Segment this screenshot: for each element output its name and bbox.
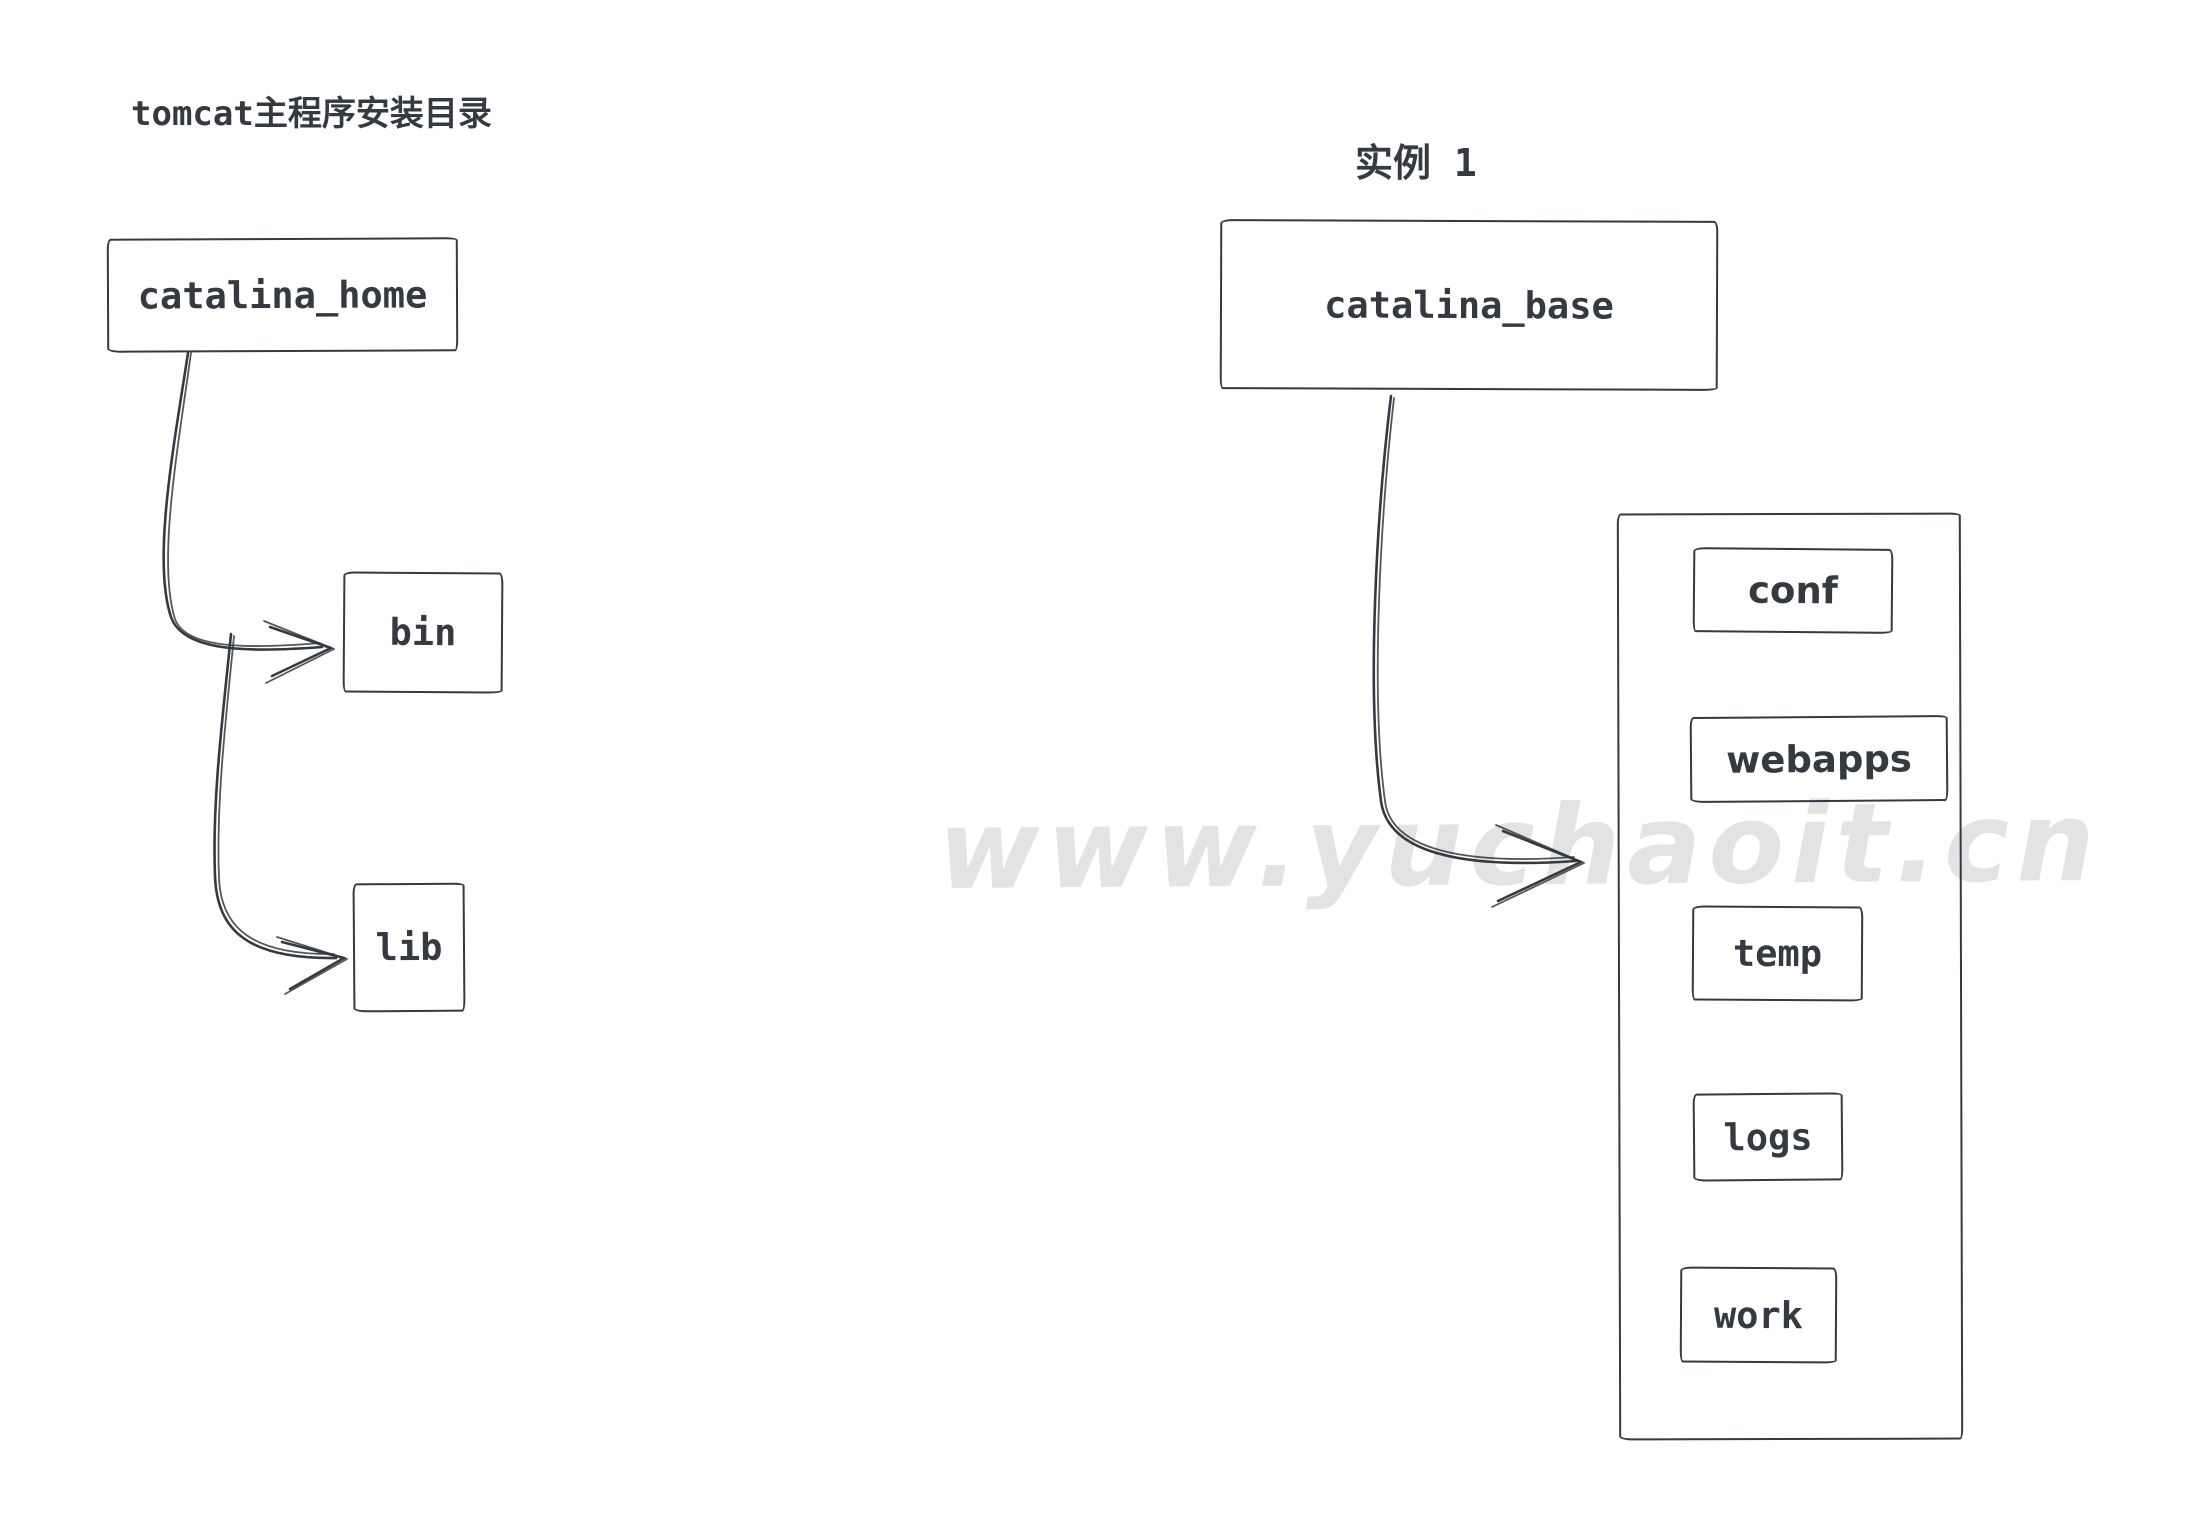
right-section-title: 实例 1 <box>1355 141 1477 185</box>
work-box: work <box>1679 1266 1838 1364</box>
arrowhead-sketch <box>263 620 335 684</box>
catalina-base-label: catalina_base <box>1324 282 1614 328</box>
conf-box: conf <box>1692 547 1894 634</box>
catalina-home-box: catalina_home <box>106 237 459 353</box>
arrow-home-to-lib <box>213 632 348 995</box>
webapps-label: webapps <box>1725 736 1913 782</box>
logs-box: logs <box>1692 1092 1844 1182</box>
conf-label: conf <box>1747 568 1839 613</box>
arrow-stroke <box>162 351 324 651</box>
temp-box: temp <box>1691 905 1864 1002</box>
logs-label: logs <box>1723 1115 1813 1159</box>
arrowhead-sketch <box>276 936 348 995</box>
work-label: work <box>1713 1293 1804 1337</box>
arrow-base-to-container <box>1372 394 1585 908</box>
webapps-box: webapps <box>1689 714 1949 804</box>
arrow-stroke-sketch <box>217 635 335 955</box>
catalina-home-label: catalina_home <box>137 272 428 318</box>
lib-label: lib <box>375 925 443 970</box>
arrowhead <box>1496 829 1583 903</box>
arrow-stroke <box>1372 394 1578 865</box>
arrow-stroke <box>213 632 338 960</box>
arrowhead-sketch <box>1491 824 1585 908</box>
bin-box: bin <box>342 571 504 694</box>
left-section-title: tomcat主程序安装目录 <box>131 94 492 134</box>
arrowhead <box>268 625 333 678</box>
arrow-stroke-sketch <box>167 352 321 648</box>
arrow-home-to-bin <box>162 351 335 684</box>
lib-box: lib <box>352 882 466 1013</box>
arrow-stroke-sketch <box>1376 397 1575 860</box>
bin-label: bin <box>389 610 457 655</box>
catalina-base-box: catalina_base <box>1219 219 1719 391</box>
temp-label: temp <box>1732 931 1823 976</box>
